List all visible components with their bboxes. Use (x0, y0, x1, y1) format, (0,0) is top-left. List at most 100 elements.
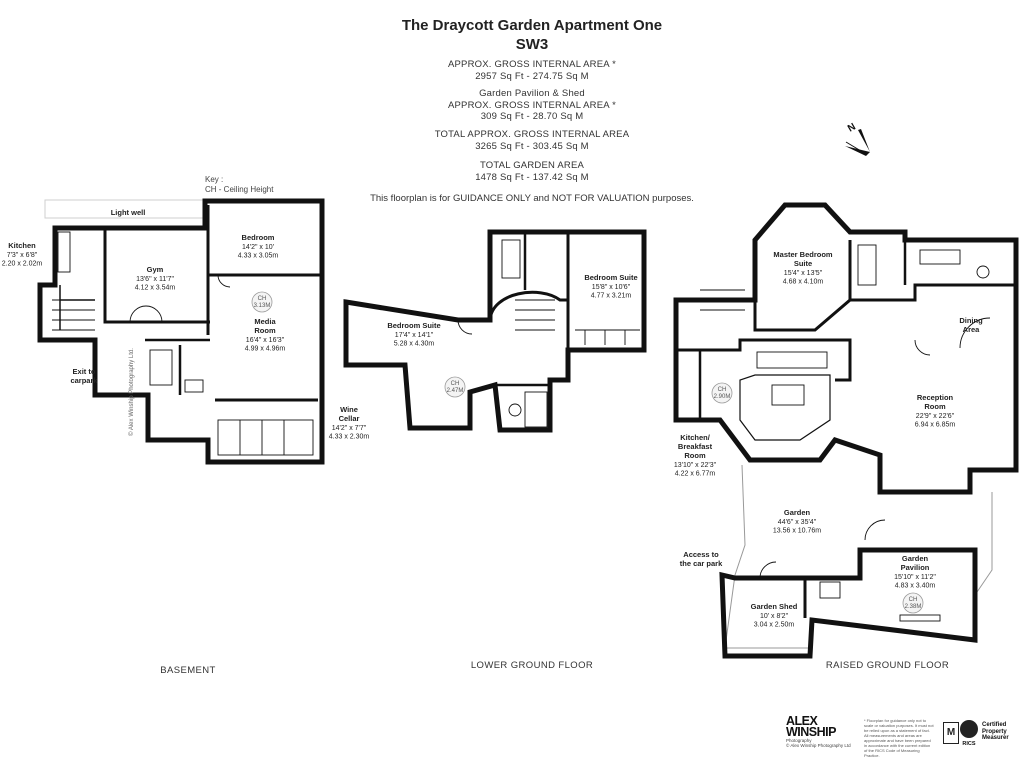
svg-text:CH: CH (451, 381, 460, 387)
area-label: TOTAL GARDEN AREA (479, 160, 585, 171)
pavilion-ceiling-height: CH 2.38M (902, 592, 924, 614)
room-name-wine-cellar: Cellar (339, 414, 360, 423)
plan-title: The Draycott Garden Apartment One (401, 17, 663, 34)
room-dimension-media-room: 16'4" x 16'3" (246, 337, 285, 344)
room-dimension-garden: 13.56 x 10.76m (773, 528, 821, 535)
room-dimension-bedroom: 4.33 x 3.05m (238, 253, 279, 260)
postcode: SW3 (515, 36, 549, 53)
logo-copyright: © Alex Winship Photography Ltd (786, 743, 851, 748)
room-dimension-reception: 22'9" x 22'6" (916, 413, 955, 420)
room-name-kitchen-breakfast: Breakfast (678, 442, 713, 451)
rics-label: RICS (962, 741, 976, 747)
area-label: APPROX. GROSS INTERNAL AREA * (447, 99, 617, 111)
room-name-wine-cellar: Wine (340, 405, 358, 414)
room-name-media-room: Media (254, 317, 276, 326)
room-name-gym: Gym (147, 265, 164, 274)
lower-ground-ceiling-height: CH 2.47M (444, 376, 466, 398)
room-dimension-bedroom: 14'2" x 10' (242, 244, 274, 251)
floor-label-basement: BASEMENT (160, 665, 216, 676)
floor-label-raised-ground: RAISED GROUND FLOOR (825, 660, 950, 671)
svg-text:CH: CH (258, 296, 267, 302)
kitchen-ceiling-height: CH 2.90M (711, 382, 733, 404)
room-dimension-bedroom-suite-2: 15'8" x 10'6" (592, 284, 631, 291)
room-dimension-master-bedroom: 4.68 x 4.10m (783, 279, 824, 286)
room-dimension-bedroom-suite-2: 4.77 x 3.21m (591, 293, 632, 300)
area-caption: Garden Pavilion & Shed (479, 88, 585, 99)
room-dimension-kitchen-breakfast: 4.22 x 6.77m (675, 471, 716, 478)
room-name-exit: carpark (70, 376, 98, 385)
svg-text:2.38M: 2.38M (905, 604, 922, 610)
room-name-exit: Exit to (73, 367, 96, 376)
key-entry: CH - Ceiling Height (205, 185, 274, 194)
room-dimension-garden-pavilion: 15'10" x 11'2" (894, 574, 936, 581)
room-name-light-well: Light well (111, 208, 146, 217)
area-block-garden: TOTAL GARDEN AREA 1478 Sq Ft - 137.42 Sq… (0, 160, 1024, 183)
svg-text:CH: CH (718, 387, 727, 393)
room-dimension-reception: 6.94 x 6.85m (915, 422, 956, 429)
rics-seal-icon (960, 720, 978, 738)
alex-winship-logo: ALEX WINSHIP Photography © Alex Winship … (786, 715, 851, 748)
area-value: 3265 Sq Ft - 303.45 Sq M (475, 140, 589, 152)
room-name-master-bedroom: Master Bedroom (773, 250, 833, 259)
basement-ceiling-height: CH 3.13M (251, 291, 273, 313)
room-name-master-bedroom: Suite (794, 259, 812, 268)
floor-label-lower-ground: LOWER GROUND FLOOR (470, 660, 594, 671)
room-name-kitchen: Kitchen (8, 241, 36, 250)
room-dimension-garden-pavilion: 4.83 x 3.40m (895, 583, 936, 590)
svg-text:2.90M: 2.90M (714, 394, 731, 400)
compass-icon: N (845, 121, 870, 156)
room-dimension-gym: 13'6" x 11'7" (136, 276, 174, 283)
room-name-dining: Area (963, 325, 981, 334)
lower-ground-plan (343, 229, 647, 433)
room-dimension-garden: 44'6" x 35'4" (778, 519, 817, 526)
svg-text:CH: CH (909, 597, 918, 603)
room-name-garden-pavilion: Pavilion (901, 563, 930, 572)
area-label: APPROX. GROSS INTERNAL AREA * (447, 59, 617, 70)
cert-line: Measurer (982, 735, 1009, 741)
cert-line: Certified (982, 722, 1007, 728)
room-name-bedroom: Bedroom (242, 233, 275, 242)
room-dimension-garden-shed: 10' x 8'2" (760, 613, 789, 620)
svg-text:2.47M: 2.47M (447, 388, 464, 394)
area-value: 1478 Sq Ft - 137.42 Sq M (475, 171, 589, 183)
room-name-kitchen-breakfast: Kitchen/ (680, 433, 711, 442)
room-dimension-bedroom-suite-1: 5.28 x 4.30m (394, 341, 435, 348)
basement-plan (37, 198, 325, 465)
room-name-access: the car park (680, 559, 723, 568)
room-name-reception: Room (924, 402, 946, 411)
svg-text:3.13M: 3.13M (254, 303, 271, 309)
room-name-garden-shed: Garden Shed (751, 602, 798, 611)
certified-measurer: Certified Property Measurer (982, 722, 1009, 742)
room-dimension-kitchen: 7'3" x 6'8" (7, 252, 38, 259)
raised-ground-plan (673, 202, 1019, 659)
fine-print: * Floorplan for guidance only not to sca… (864, 718, 934, 758)
room-dimension-wine-cellar: 4.33 x 2.30m (329, 434, 370, 441)
room-name-media-room: Room (254, 326, 276, 335)
logo-sub: Photography (786, 738, 812, 743)
room-dimension-garden-shed: 3.04 x 2.50m (754, 622, 795, 629)
room-dimension-kitchen: 2.20 x 2.02m (2, 261, 43, 268)
room-dimension-bedroom-suite-1: 17'4" x 14'1" (395, 332, 434, 339)
room-name-bedroom-suite-1: Bedroom Suite (387, 321, 440, 330)
room-name-kitchen-breakfast: Room (684, 451, 706, 460)
measurer-mark-icon: M (943, 722, 959, 744)
area-value: 2957 Sq Ft - 274.75 Sq M (475, 70, 589, 82)
room-dimension-master-bedroom: 15'4" x 13'5" (784, 270, 823, 277)
key: Key : CH - Ceiling Height (205, 175, 273, 195)
room-dimension-gym: 4.12 x 3.54m (135, 285, 176, 292)
room-name-reception: Reception (917, 393, 954, 402)
area-value: 309 Sq Ft - 28.70 Sq M (480, 111, 584, 122)
cert-line: Property (982, 728, 1007, 735)
room-dimension-kitchen-breakfast: 13'10" x 22'3" (674, 462, 717, 469)
room-dimension-wine-cellar: 14'2" x 7'7" (332, 425, 367, 432)
area-block-main: APPROX. GROSS INTERNAL AREA * 2957 Sq Ft… (0, 59, 1024, 82)
room-name-garden-pavilion: Garden (902, 554, 929, 563)
room-name-bedroom-suite-2: Bedroom Suite (584, 273, 637, 282)
compass-north-label: N (846, 121, 858, 134)
area-label: TOTAL APPROX. GROSS INTERNAL AREA (434, 129, 630, 140)
room-dimension-media-room: 4.99 x 4.96m (245, 346, 286, 353)
photographer-watermark: © Alex Winship Photography Ltd. (128, 348, 135, 436)
area-block-total: TOTAL APPROX. GROSS INTERNAL AREA 3265 S… (0, 129, 1024, 152)
